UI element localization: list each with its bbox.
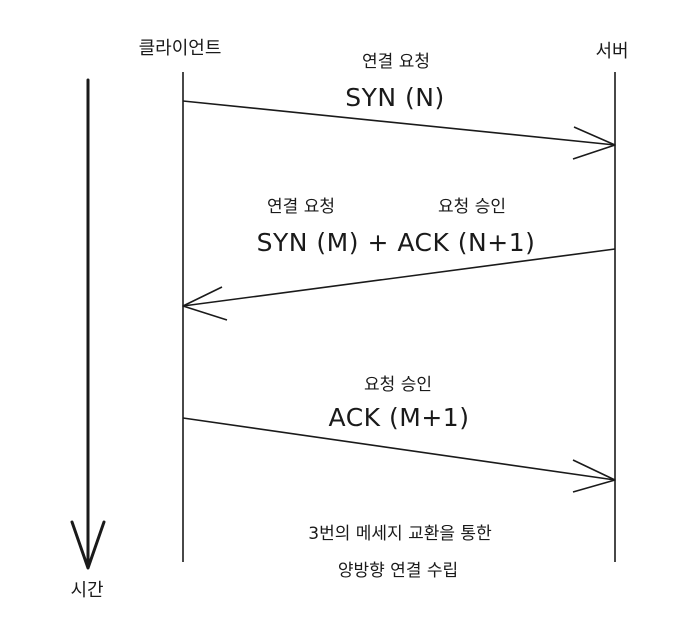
message-1-signal: SYN (N) [345,83,445,112]
message-2-signal: SYN (M) + ACK (N+1) [256,228,536,257]
message-arrow-3 [182,417,616,481]
summary-line-1: 3번의 메세지 교환을 통한 [308,524,492,544]
client-label: 클라이언트 [138,38,222,59]
message-arrow-1 [182,100,616,146]
message-arrowhead-3 [572,459,616,493]
message-3-signal: ACK (M+1) [328,403,470,432]
message-1-caption: 연결 요청 [362,52,430,72]
message-arrowhead-2 [182,286,228,321]
message-arrow-2 [182,248,616,307]
message-2-caption-right: 요청 승인 [438,197,506,217]
message-3-caption: 요청 승인 [364,375,432,395]
time-axis-arrowhead [70,520,106,570]
server-label: 서버 [595,41,629,62]
message-arrowhead-1 [572,126,616,160]
message-2-caption-left: 연결 요청 [267,197,335,217]
time-label: 시간 [70,580,104,601]
summary-line-2: 양방향 연결 수립 [337,561,459,581]
